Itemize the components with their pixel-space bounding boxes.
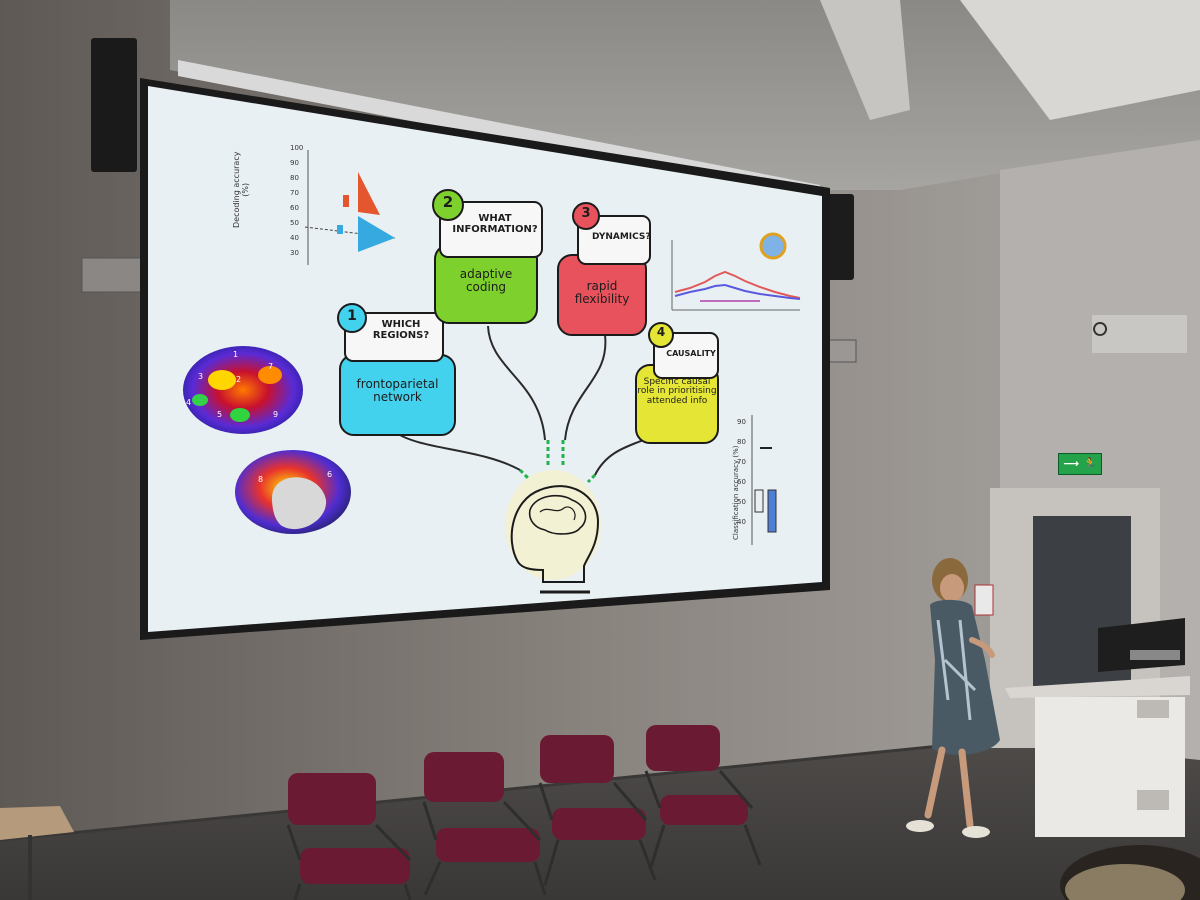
brain-region-label: 2 — [236, 375, 242, 384]
brain-medial-cutout — [272, 477, 327, 530]
dynamics-timecourse-plot — [671, 240, 801, 311]
q2-answer: adaptive coding — [459, 267, 513, 294]
q2-title: WHAT INFORMATION? — [452, 213, 538, 235]
question-box-1 — [337, 303, 456, 436]
presenter — [906, 558, 1000, 838]
chair-3 — [538, 735, 657, 886]
axis-tick-label: 50 — [737, 498, 746, 506]
q1-number: 1 — [347, 308, 357, 324]
connector-line — [394, 431, 521, 471]
q4-answer: Specific causal role in prioritising att… — [637, 377, 717, 406]
brain-hotspot — [208, 370, 236, 390]
wall-sign — [1092, 315, 1187, 353]
axis-tick-label: 50 — [290, 219, 299, 227]
q3-title: DYNAMICS? — [592, 232, 651, 242]
q2-number: 2 — [442, 193, 454, 211]
brain-region-label: 8 — [258, 475, 264, 484]
classification-accuracy-plot — [751, 415, 777, 545]
left-wall-sensor — [81, 257, 151, 293]
brain-region-label: 1 — [233, 350, 239, 359]
axis-tick-label: 70 — [290, 189, 299, 197]
fire-notice — [974, 584, 994, 616]
question-box-2 — [432, 189, 543, 324]
left-plot-ylabel: Decoding accuracy (%) — [232, 151, 250, 228]
connector-line — [487, 325, 546, 441]
brain-region-label: 6 — [327, 470, 333, 479]
q4-number: 4 — [656, 325, 666, 339]
brain-region-label: 3 — [198, 372, 204, 381]
side-table — [0, 806, 74, 840]
lectern-monitor — [1098, 618, 1185, 672]
axis-tick-label: 80 — [290, 174, 299, 182]
left-plot-ticks: 100 90 80 70 60 50 40 30 — [290, 144, 306, 264]
left-speaker — [91, 38, 137, 172]
brain-region-label: 4 — [186, 398, 192, 407]
exit-sign: ⟶ 🏃 — [1058, 453, 1102, 475]
question-box-3 — [557, 202, 651, 336]
axis-tick-label: 80 — [737, 438, 746, 446]
axis-tick-label: 90 — [737, 418, 746, 426]
ceiling-panel — [960, 0, 1200, 120]
brain-hotspot — [230, 408, 250, 422]
head-brain-icon — [505, 470, 601, 594]
brain-region-label: 7 — [268, 362, 274, 371]
q1-answer: frontoparietal network — [356, 377, 439, 404]
q4-title: CAUSALITY — [666, 349, 716, 358]
decoding-accuracy-plot — [304, 150, 396, 265]
chair-2 — [422, 752, 547, 896]
brain-hotspot — [258, 366, 282, 384]
q3-number: 3 — [581, 206, 591, 221]
axis-tick-label: 60 — [290, 204, 299, 212]
axis-tick-label: 90 — [290, 159, 299, 167]
axis-tick-label: 40 — [290, 234, 299, 242]
axis-tick-label: 60 — [737, 478, 746, 486]
right-plot-ticks: 90 80 70 60 50 40 — [737, 418, 751, 538]
axis-tick-label: 30 — [290, 249, 299, 257]
axis-tick-label: 70 — [737, 458, 746, 466]
chair-1 — [286, 773, 412, 900]
lectern — [1005, 676, 1190, 837]
q1-title: WHICH REGIONS? — [372, 319, 430, 341]
logo-circle-icon — [759, 232, 787, 260]
brain-hotspot — [192, 394, 208, 406]
ceiling-beam — [820, 0, 910, 120]
question-box-4 — [635, 322, 719, 444]
connector-line — [564, 334, 607, 441]
ceiling — [170, 0, 1200, 190]
axis-tick-label: 40 — [737, 518, 746, 526]
q3-answer: rapid flexibility — [574, 279, 630, 306]
chair-4 — [644, 725, 762, 871]
brain-region-label: 5 — [217, 410, 223, 419]
brain-region-label: 9 — [273, 410, 279, 419]
axis-tick-label: 100 — [290, 144, 304, 152]
